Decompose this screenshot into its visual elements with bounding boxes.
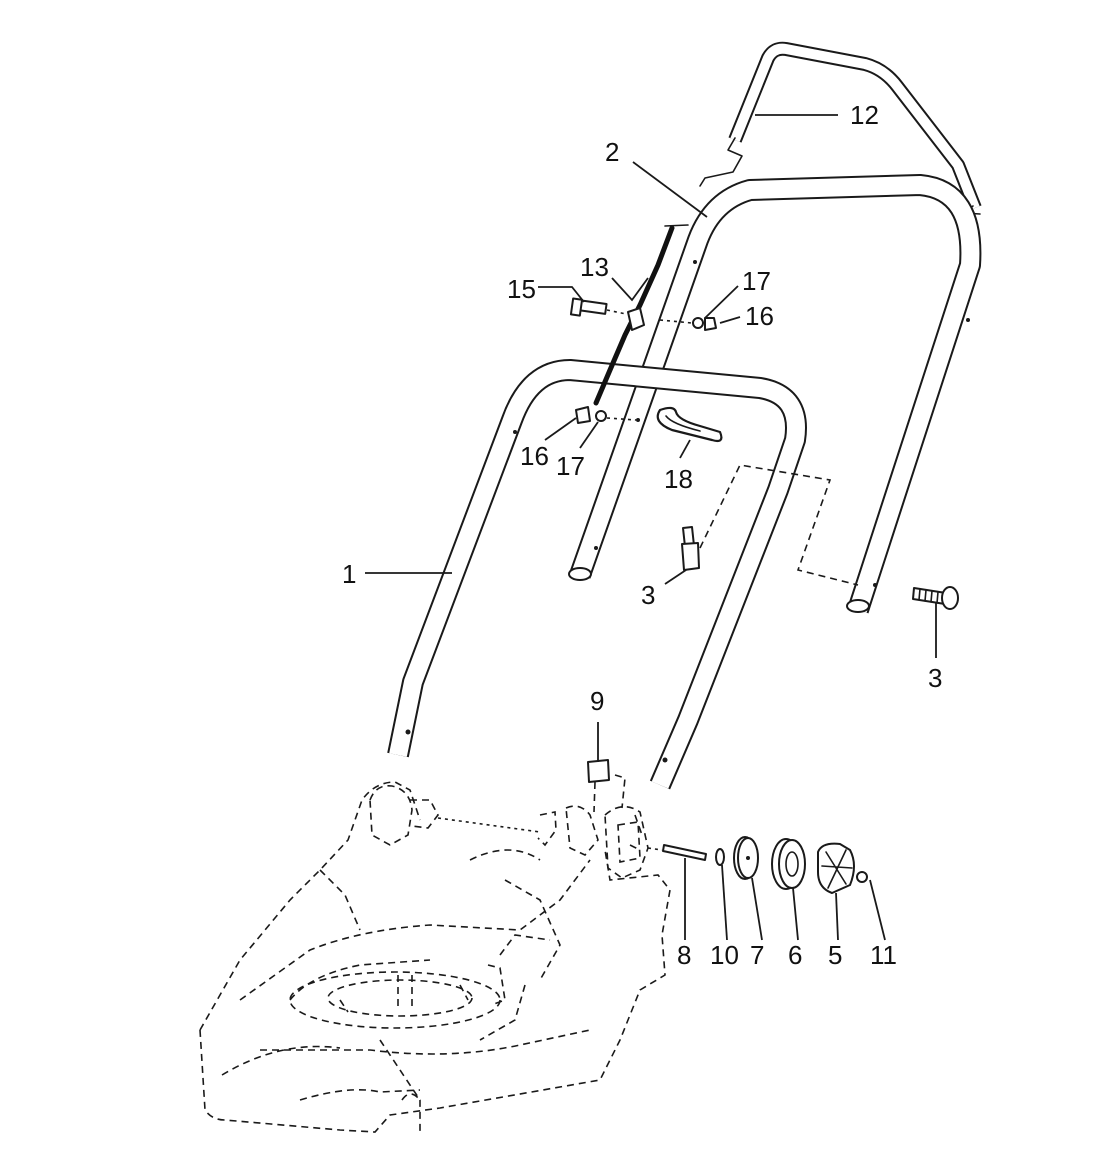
washer-drawing <box>715 848 725 866</box>
bolt-right-drawing <box>912 586 959 610</box>
label-knob-right: 16 <box>745 301 774 331</box>
label-clip: 9 <box>590 686 604 716</box>
label-knob-left: 16 <box>520 441 549 471</box>
assembly-reference-lines <box>699 464 859 586</box>
label-wheel-disc: 7 <box>750 940 764 970</box>
label-bolt-right: 3 <box>928 663 942 693</box>
screw-drawing <box>569 297 627 317</box>
label-axle-pin: 8 <box>677 940 691 970</box>
label-bolt-left: 3 <box>641 580 655 610</box>
label-washer: 10 <box>710 940 739 970</box>
bolt-left-drawing <box>681 526 700 571</box>
label-screw: 15 <box>507 274 536 304</box>
label-hub-cap: 5 <box>828 940 842 970</box>
label-nut: 11 <box>870 940 897 970</box>
label-lower-handle: 1 <box>342 559 356 589</box>
hub-ring-drawing <box>771 838 806 890</box>
wheel-disc-drawing <box>733 836 759 880</box>
cable-clip-drawing <box>656 406 723 443</box>
label-washer-left: 17 <box>556 451 585 481</box>
leader-lines <box>365 114 937 941</box>
label-cable-clip: 18 <box>664 464 693 494</box>
hub-cap-drawing <box>817 842 855 894</box>
control-cable-drawing <box>593 224 689 406</box>
knob-washer-right-drawing <box>659 317 717 331</box>
knob-washer-left-drawing <box>575 406 637 424</box>
label-bail-lever: 12 <box>850 100 879 130</box>
clip-drawing <box>587 759 626 813</box>
lower-handle-drawing <box>387 359 807 790</box>
axle-pin-drawing <box>647 844 707 861</box>
label-upper-handle: 2 <box>605 137 619 167</box>
label-cable: 13 <box>580 252 609 282</box>
nut-drawing <box>856 871 868 883</box>
label-hub-ring: 6 <box>788 940 802 970</box>
upper-handle-drawing <box>568 174 982 614</box>
mower-deck-drawing <box>199 781 671 1133</box>
label-washer-right: 17 <box>742 266 771 296</box>
